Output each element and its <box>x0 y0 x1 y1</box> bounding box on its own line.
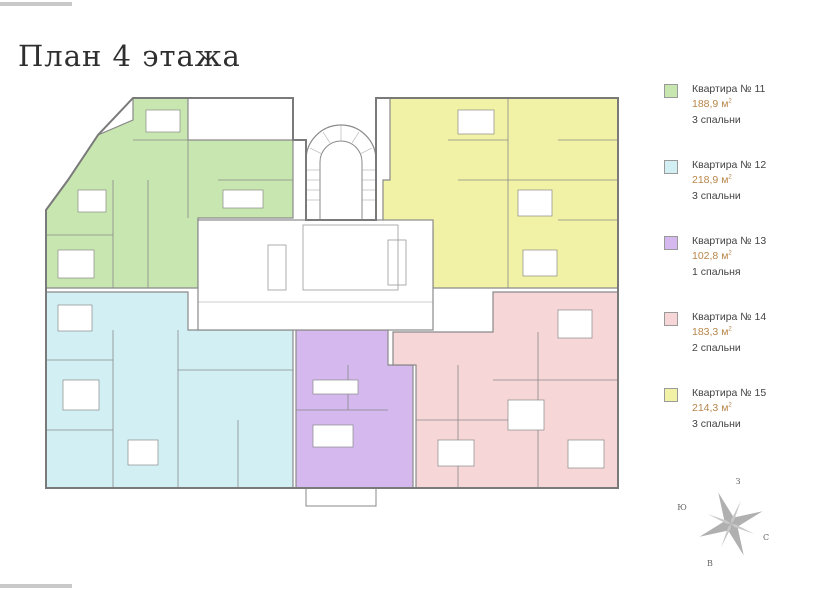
entrance-steps <box>305 487 377 507</box>
legend-name: Квартира № 11 <box>692 83 766 95</box>
legend-bedrooms: 3 спальни <box>692 114 741 126</box>
legend-area: 188,9 м2 <box>692 98 732 110</box>
legend-name: Квартира № 14 <box>692 311 767 323</box>
legend-swatch <box>664 388 678 402</box>
top-accent-bar <box>0 2 72 6</box>
legend-name: Квартира № 15 <box>692 387 767 399</box>
furniture <box>57 109 605 469</box>
floor-plan <box>45 97 619 507</box>
legend-swatch <box>664 160 678 174</box>
compass-rose: З Ю С В <box>677 477 769 568</box>
legend-swatch <box>664 84 678 98</box>
outer-wall <box>45 97 619 489</box>
compass-star-icon <box>699 492 763 556</box>
legend-bedrooms: 3 спальни <box>692 418 741 430</box>
legend-bedrooms: 1 спальня <box>692 266 741 278</box>
compass-label-south: Ю <box>677 503 687 512</box>
compass-label-west: З <box>736 477 741 486</box>
legend-name: Квартира № 13 <box>692 235 767 247</box>
legend-area: 102,8 м2 <box>692 250 732 262</box>
bottom-accent-bar <box>0 584 72 588</box>
legend-name: Квартира № 12 <box>692 159 767 171</box>
compass-label-east: В <box>707 559 713 568</box>
spiral-staircase <box>305 124 377 220</box>
legend-bedrooms: 2 спальни <box>692 342 741 354</box>
legend-area: 214,3 м2 <box>692 402 732 414</box>
common-hall <box>197 219 434 331</box>
compass-label-north: С <box>763 533 769 542</box>
legend-area: 218,9 м2 <box>692 174 732 186</box>
page-title: План 4 этажа <box>18 39 241 74</box>
legend-swatch <box>664 312 678 326</box>
legend-bedrooms: 3 спальни <box>692 190 741 202</box>
legend-swatch <box>664 236 678 250</box>
legend-area: 183,3 м2 <box>692 326 732 338</box>
